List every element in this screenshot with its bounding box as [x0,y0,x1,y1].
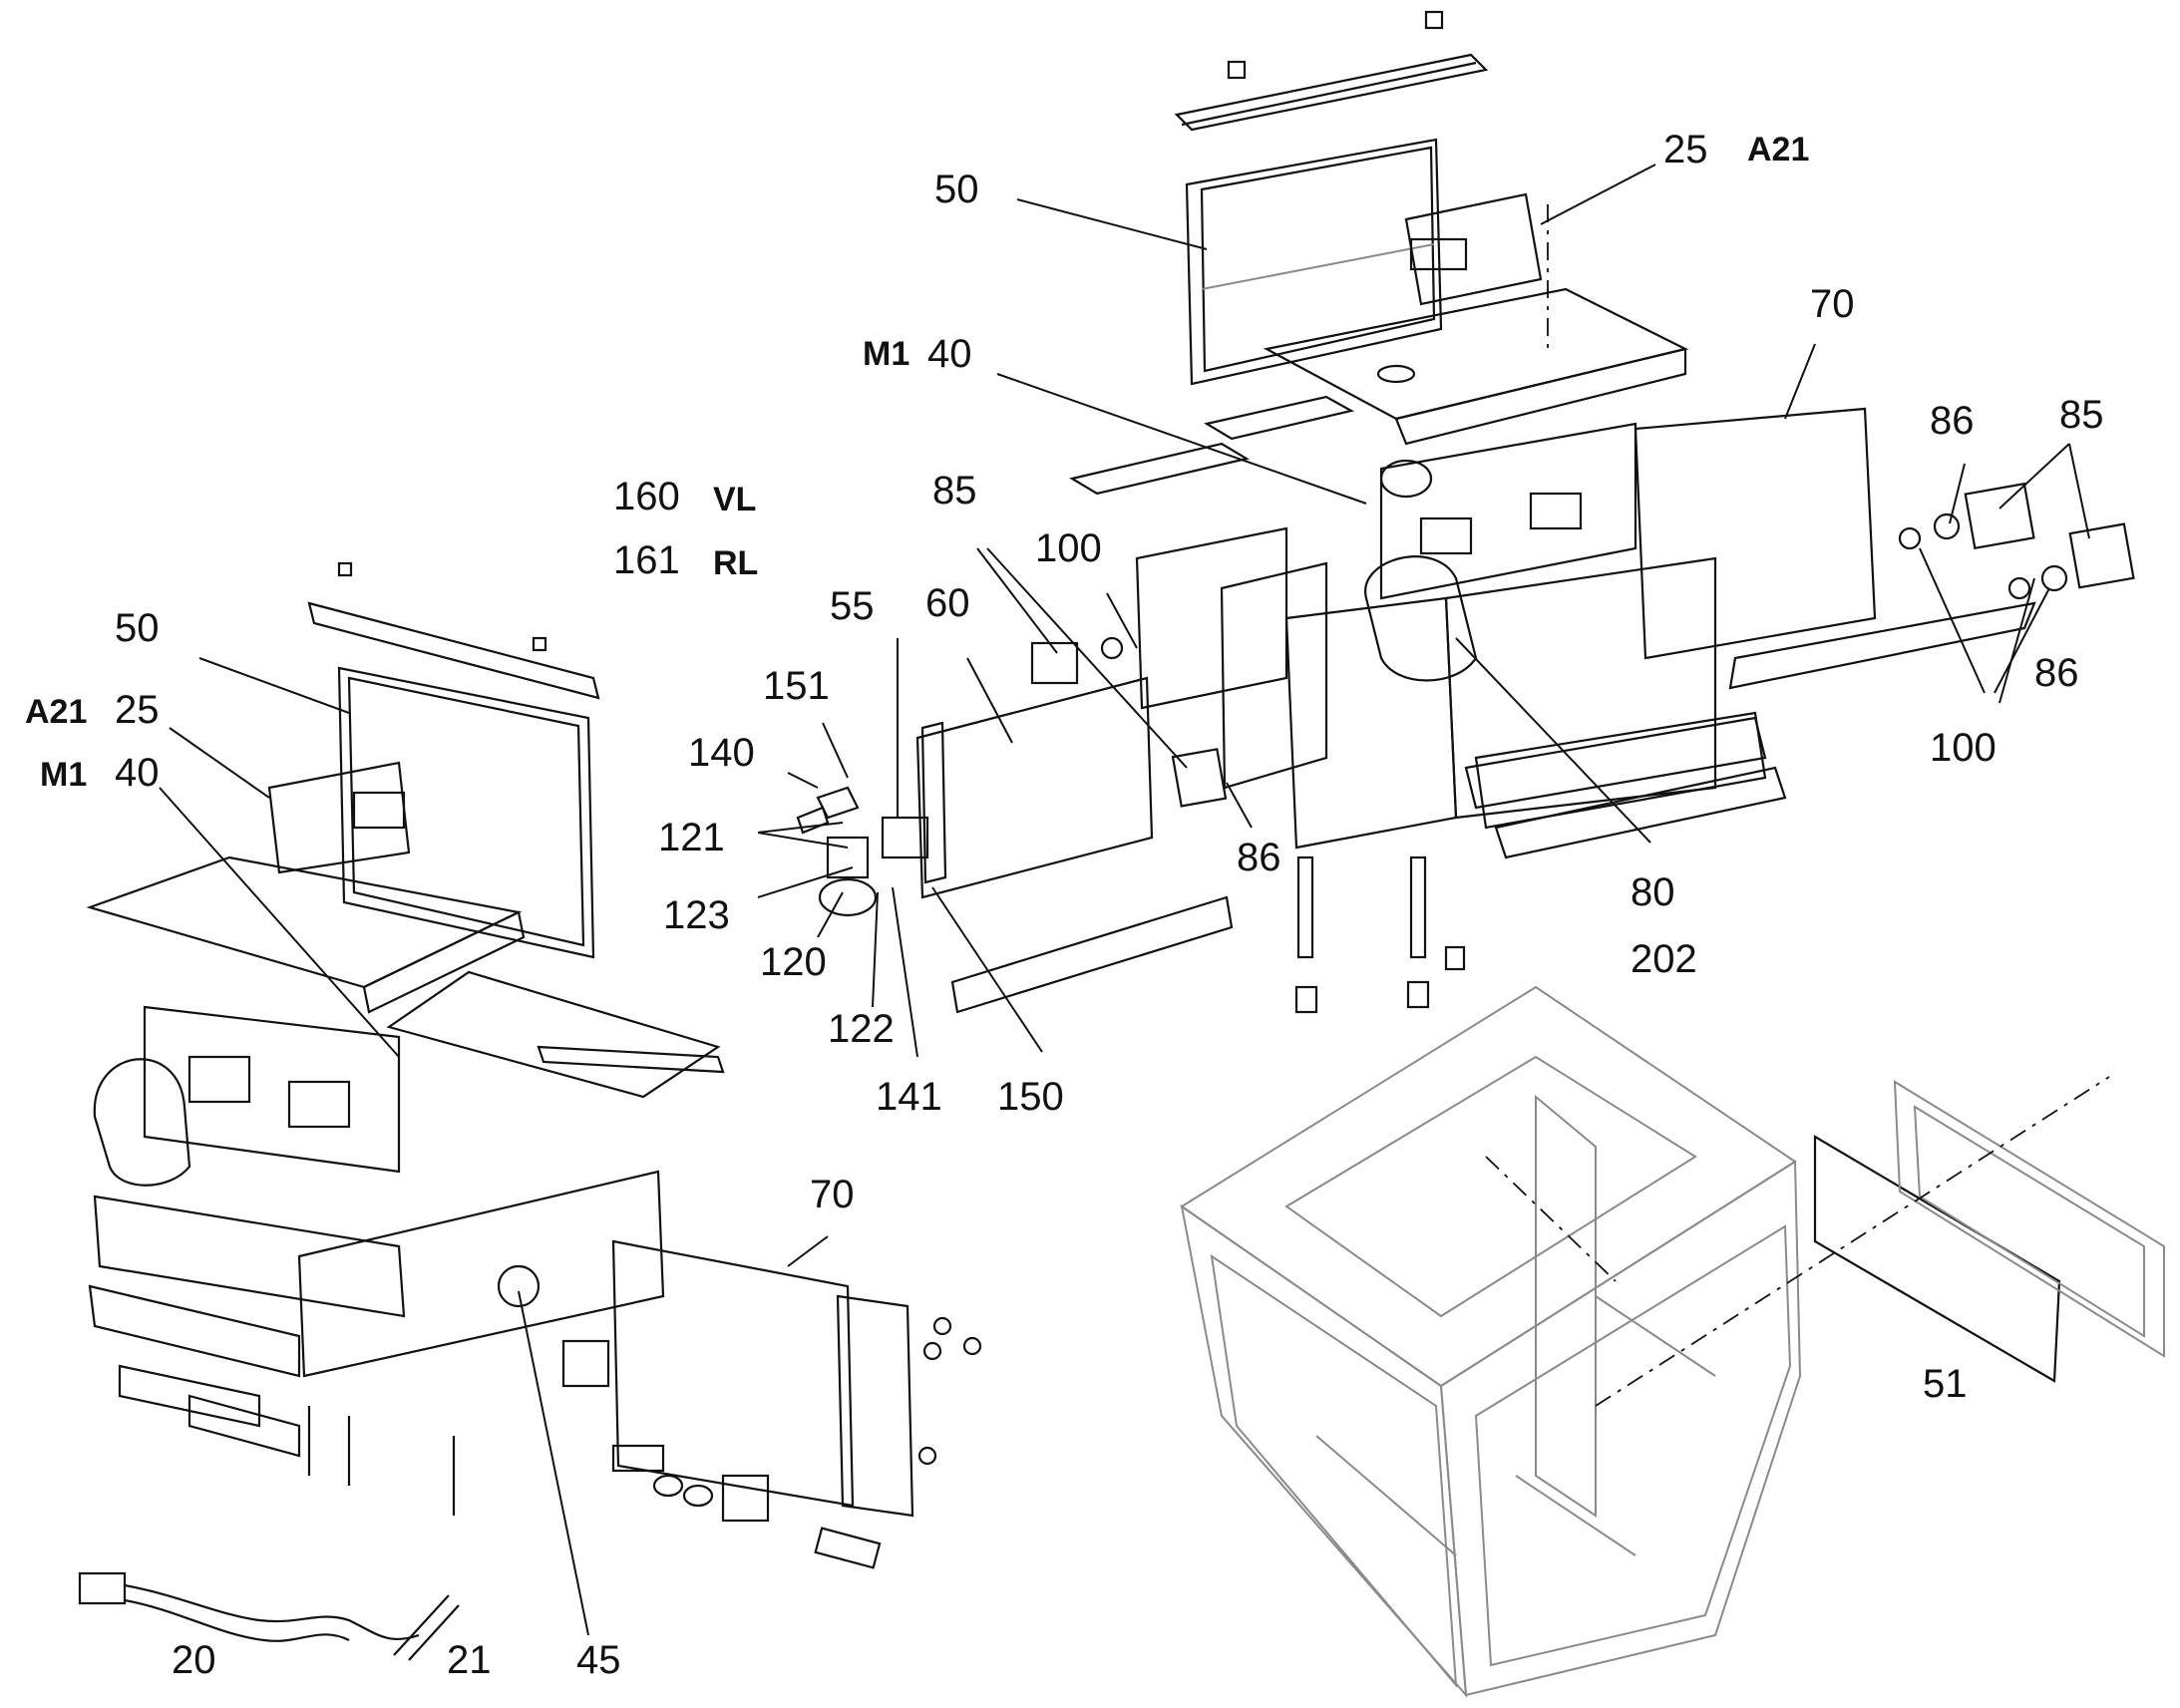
callout-20: 20 [172,1638,216,1682]
servo-motor-middle [1030,636,1228,808]
top-filter-rail [1174,10,1489,132]
callout-50-top: 50 [934,168,979,211]
callout-45: 45 [576,1638,621,1682]
callout-121: 121 [658,816,725,859]
cable-harness [78,1571,460,1661]
servo-motor-right [1898,482,2135,600]
callout-25-top: 25 [1663,128,1708,171]
callout-40-top: 40 [927,332,972,376]
callout-120: 120 [760,940,827,984]
callout-25-left: 25 [115,688,160,732]
callout-151: 151 [763,664,830,708]
condenser-70 [611,1239,914,1518]
upper-cover-plate-top [1263,287,1689,446]
callout-70-left: 70 [810,1173,855,1216]
callout-vl: VL [713,481,757,518]
callout-140: 140 [688,731,755,775]
cab-frame [1180,985,1802,1698]
callout-86-right-top: 86 [1930,399,1975,443]
callout-70-top: 70 [1810,282,1855,326]
callout-a21-top: A21 [1747,131,1810,169]
callout-50-left: 50 [115,606,160,650]
callout-m1-top: M1 [863,335,910,373]
air-duct-grille-top [1069,395,1355,496]
filter-element-left [337,666,595,959]
callout-150: 150 [997,1075,1064,1119]
callout-85-middle: 85 [932,469,977,512]
callout-202: 202 [1631,937,1697,981]
blower-housing-top [1404,192,1543,306]
callout-160: 160 [613,475,680,518]
callout-161: 161 [613,538,680,582]
callout-86-middle: 86 [1237,836,1281,879]
callout-51: 51 [1923,1362,1968,1406]
callout-100-middle: 100 [1035,526,1102,570]
upper-cover-plate-left [86,855,526,1014]
callout-a21-left: A21 [25,693,88,731]
callout-60: 60 [925,581,970,625]
callout-100-right: 100 [1930,726,1997,770]
side-rail-top [1728,601,2036,690]
callout-122: 122 [828,1007,895,1051]
callout-86-right-bottom: 86 [2034,651,2079,695]
air-duct-grille-left [386,970,725,1099]
evaporator-housing-left [88,1005,665,1516]
callout-85-right: 85 [2059,393,2104,437]
filter-element-top [1185,138,1443,386]
callout-80: 80 [1631,870,1675,914]
callout-40-left: 40 [115,751,160,795]
callout-55: 55 [830,584,875,628]
callout-141: 141 [876,1075,942,1119]
lower-rail-top [950,895,1234,1014]
filter-rail-left [307,561,600,700]
blower-housing-left [267,761,411,874]
heater-core-60 [915,676,1154,899]
dash-dot-lines [1485,204,2110,1407]
leader-lines [159,164,2090,1636]
callout-rl: RL [713,544,759,582]
callout-21: 21 [447,1638,492,1682]
drain-pipes [1294,855,1466,1014]
callout-123: 123 [663,893,730,937]
rear-window-filter-51 [1813,1080,2165,1383]
small-parts-left [497,1264,982,1569]
water-valve-assembly [796,786,929,917]
evaporator-housing-top [1135,407,1877,859]
callout-m1-left: M1 [40,756,88,794]
